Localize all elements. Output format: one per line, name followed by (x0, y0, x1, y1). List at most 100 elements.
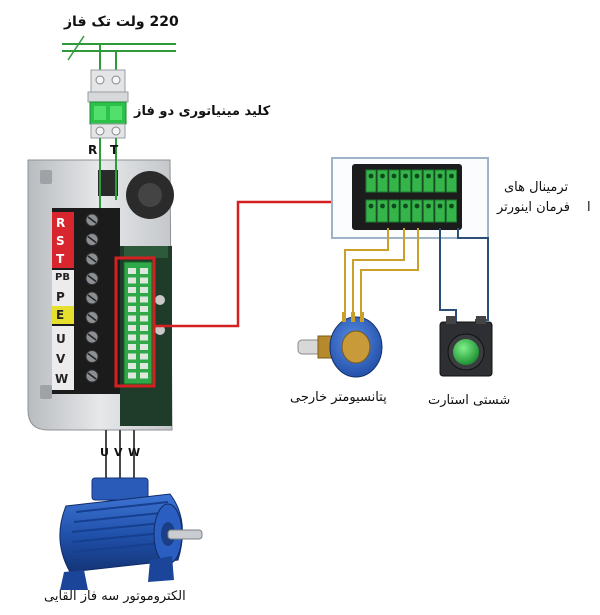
panel-terminal-screw (414, 173, 420, 179)
breaker-terminal-r: R (88, 143, 98, 157)
screw-slot (87, 235, 97, 244)
breaker-icon (87, 69, 129, 139)
motor-lead-wires (105, 430, 135, 482)
potentiometer-label: پتانسیومتر خارجی (290, 390, 387, 405)
terminal-strip-icon (52, 208, 120, 394)
panel-terminal (365, 199, 377, 223)
control-pin (128, 363, 136, 369)
terminal-r-label: R (56, 216, 66, 230)
supply-label: 220 ولت تک فاز (64, 14, 179, 30)
panel-terminal (388, 199, 400, 223)
control-pin (128, 344, 136, 350)
control-pin (140, 334, 148, 341)
panel-terminal-screw (403, 173, 408, 179)
panel-terminal-screw (437, 173, 443, 179)
screw-slot (87, 274, 97, 283)
screw-slot (87, 255, 97, 263)
control-pin (128, 334, 136, 341)
panel-terminal-screw (368, 203, 374, 209)
control-pin (128, 268, 136, 274)
panel-terminal-screw (449, 203, 454, 209)
panel-terminal (377, 169, 388, 193)
control-pin (140, 296, 148, 303)
motor-lead-w: W (128, 446, 141, 459)
control-pin (140, 277, 148, 284)
control-terminals-label-line1: ترمینال های (504, 180, 569, 195)
terminal-s-label: S (56, 234, 65, 248)
panel-terminal-screw (414, 203, 420, 209)
panel-terminal (377, 199, 388, 223)
highlight-connector-line (154, 200, 338, 328)
terminal-e-label: E (56, 308, 65, 322)
motor-label: الکتروموتور سه فاز القایی (44, 589, 186, 604)
panel-terminal-screw (380, 203, 385, 209)
terminal-u-label: U (56, 332, 66, 346)
control-pin (140, 268, 148, 274)
panel-terminal (446, 199, 457, 223)
panel-terminal-screw (380, 173, 385, 179)
motor-lead-u: U (100, 446, 109, 459)
control-pin (140, 306, 148, 312)
terminal-w-label: W (55, 372, 69, 386)
panel-terminal-screw (403, 203, 408, 209)
panel-terminal (388, 169, 400, 193)
terminal-pb-label: PB (55, 272, 70, 283)
panel-terminal-screw (391, 173, 397, 179)
breaker-label: کلید مینیاتوری دو فاز (134, 104, 271, 119)
control-pin (140, 344, 148, 350)
control-pin (128, 372, 136, 379)
panel-terminal-screw (391, 203, 397, 209)
motor-lead-v: V (114, 446, 123, 459)
pot-wires (344, 228, 419, 318)
panel-terminal-screw (449, 173, 454, 179)
panel-terminal (434, 169, 446, 193)
button-wires (439, 228, 489, 328)
screw-slot (87, 313, 97, 322)
panel-terminal (423, 199, 434, 223)
motor-icon (59, 477, 203, 590)
terminal-t-label: T (56, 252, 65, 266)
panel-terminal (423, 169, 434, 193)
control-pin (128, 315, 136, 322)
breaker-output-wires (99, 138, 117, 220)
potentiometer-icon (297, 312, 383, 378)
control-pin (140, 325, 148, 331)
push-button-icon (439, 316, 493, 377)
terminal-highlight-box (114, 256, 156, 388)
screw-slot (87, 333, 97, 341)
mains-supply-lines (62, 35, 176, 72)
control-pin (128, 306, 136, 312)
panel-terminal-screw (437, 203, 443, 209)
side-mark: ا (587, 200, 591, 215)
control-pin (128, 277, 136, 284)
screw-slot (87, 294, 97, 302)
control-pin (128, 296, 136, 303)
control-pin (140, 372, 148, 379)
panel-terminal (411, 199, 423, 223)
control-terminals-label-line2: فرمان اینورتر (497, 200, 570, 215)
panel-terminal (446, 169, 457, 193)
control-terminal-strip (114, 256, 156, 388)
panel-terminal (411, 169, 423, 193)
control-pin (140, 363, 148, 369)
breaker-terminal-t: T (110, 143, 119, 157)
screw-slot (87, 372, 97, 380)
control-terminals-panel (331, 157, 489, 239)
panel-terminal (400, 169, 411, 193)
control-pin (140, 287, 148, 293)
control-pin (140, 353, 148, 360)
control-pin (128, 353, 136, 360)
screw-slot (87, 216, 97, 224)
control-pin (128, 287, 136, 293)
control-pin (128, 325, 136, 331)
terminal-v-label: V (56, 352, 66, 366)
screw-slot (87, 352, 97, 361)
terminal-p-label: P (56, 290, 65, 304)
panel-terminal-screw (426, 173, 431, 179)
start-button-label: شستی استارت (428, 393, 511, 408)
panel-terminal-screw (368, 173, 374, 179)
panel-terminal (400, 199, 411, 223)
panel-terminal (434, 199, 446, 223)
